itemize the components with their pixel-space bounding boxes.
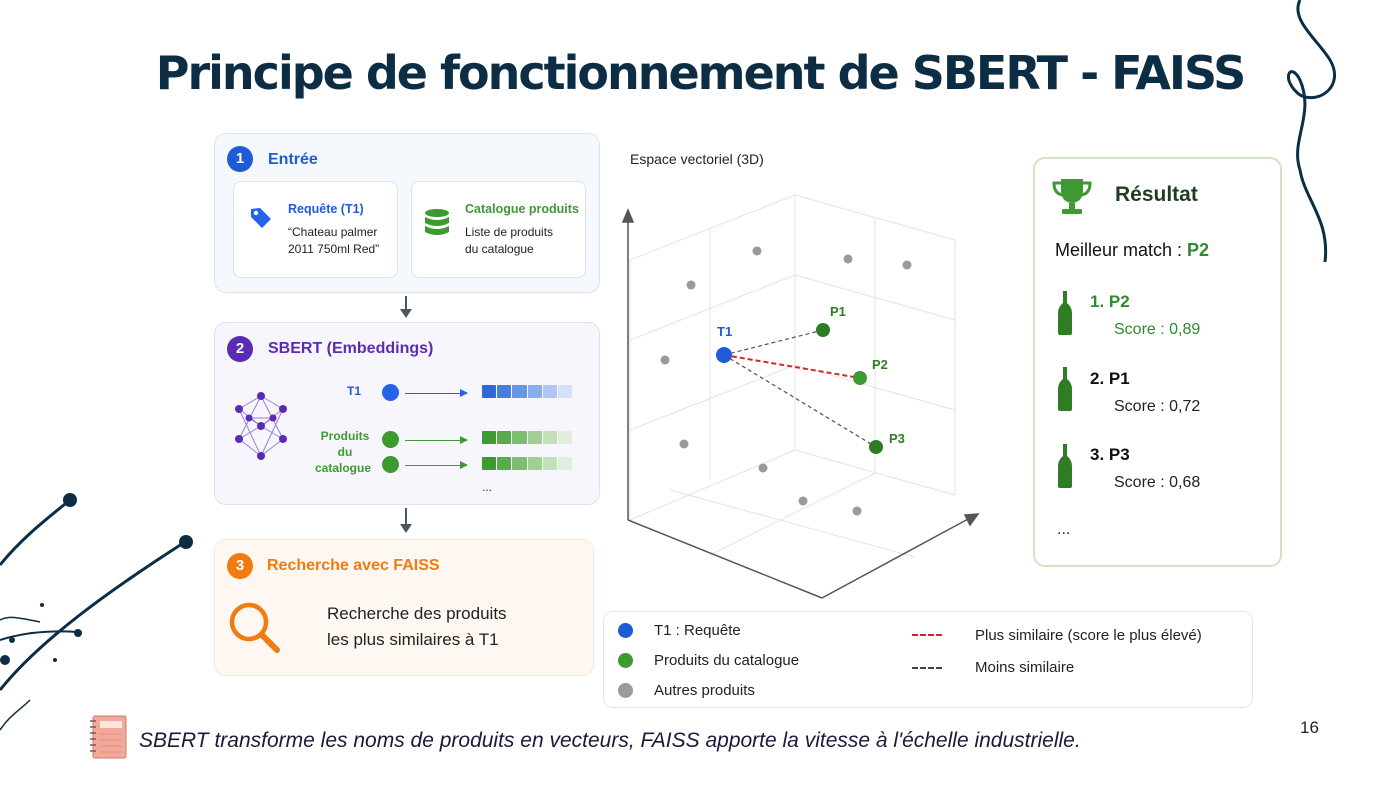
wine-bottle-icon: [1058, 291, 1072, 335]
legend-less-similar-label: Moins similaire: [975, 659, 1075, 676]
request-card: Requête (T1) “Chateau palmer 2011 750ml …: [233, 181, 398, 278]
sbert-t1-label: T1: [347, 384, 362, 398]
request-title: Requête (T1): [288, 202, 364, 216]
label-p3: P3: [889, 431, 905, 446]
legend-panel: T1 : Requête Produits du catalogue Autre…: [603, 611, 1253, 708]
step-3-title: Recherche avec FAISS: [267, 557, 440, 574]
other-products-points: [660, 246, 912, 516]
catalog-text-line1: Liste de produits: [465, 225, 554, 239]
step-number-1: 1: [227, 146, 253, 172]
request-text-line1: “Chateau palmer: [288, 225, 378, 239]
result-item-3-score: Score : 0,68: [1114, 474, 1201, 491]
more-vectors-ellipsis: ...: [482, 480, 493, 494]
best-match-value: P2: [1187, 240, 1210, 260]
search-line1: Recherche des produits: [327, 604, 507, 623]
catalog-arrow-1: [405, 436, 468, 444]
catalog-title: Catalogue produits: [465, 202, 579, 216]
step-2-title: SBERT (Embeddings): [268, 340, 434, 357]
flow-arrow-2-3: [400, 508, 412, 533]
sbert-t1-dot: [382, 384, 399, 401]
link-t1-p2: [723, 354, 861, 379]
notebook-icon: [90, 715, 127, 759]
result-item-2-score: Score : 0,72: [1114, 398, 1201, 415]
catalog-label-2: du: [337, 445, 353, 459]
result-item-2-number: 2.: [1090, 369, 1105, 388]
step-3-faiss-panel: 3 Recherche avec FAISS Recherche des pro…: [214, 539, 594, 676]
catalog-embedding-vector-2: [482, 457, 573, 470]
point-p2: [853, 371, 867, 385]
label-t1: T1: [717, 324, 732, 339]
legend-others-label: Autres produits: [654, 682, 755, 699]
result-item-2-rank: 2. P1: [1090, 369, 1130, 389]
result-item-1-name: P2: [1108, 292, 1130, 311]
result-item-3-number: 3.: [1090, 445, 1105, 464]
result-item-2-name: P1: [1108, 369, 1130, 388]
wine-bottle-icon: [1058, 367, 1072, 411]
slide-caption: SBERT transforme les noms de produits en…: [139, 729, 1081, 752]
wine-bottle-icon: [1058, 444, 1072, 488]
label-p2: P2: [872, 357, 888, 372]
legend-others-dot: [618, 683, 633, 698]
legend-less-similar-line: [912, 667, 942, 669]
point-p3: [869, 440, 883, 454]
result-item-1-number: 1.: [1090, 292, 1105, 311]
result-ellipsis: ...: [1057, 521, 1071, 538]
step-number-2: 2: [227, 336, 253, 362]
vector-space-diagram: T1 P1 P2 P3: [621, 194, 980, 599]
label-p1: P1: [830, 304, 846, 319]
legend-query-dot: [618, 623, 633, 638]
sbert-t1-arrow: [405, 389, 468, 397]
tag-icon: [251, 208, 271, 228]
magnifier-icon: [229, 602, 280, 653]
result-item-1-score: Score : 0,89: [1114, 321, 1201, 338]
catalog-dot-2: [382, 456, 399, 473]
result-title: Résultat: [1115, 183, 1198, 206]
result-panel: Résultat Meilleur match : P2 1. P2 Score…: [1033, 157, 1282, 567]
result-item-3-name: P3: [1108, 445, 1130, 464]
link-t1-p1: [723, 329, 824, 356]
legend-query-label: T1 : Requête: [654, 622, 741, 639]
catalog-text-line2: du catalogue: [465, 242, 534, 256]
point-p1: [816, 323, 830, 337]
trophy-icon: [1052, 179, 1092, 214]
legend-catalog-label: Produits du catalogue: [654, 652, 800, 669]
step-1-title: Entrée: [268, 151, 318, 168]
catalog-arrow-2: [405, 461, 468, 469]
legend-catalog-dot: [618, 653, 633, 668]
page-title: Principe de fonctionnement de SBERT - FA…: [155, 46, 1246, 100]
step-1-input-panel: 1 Entrée Requête (T1) “Chateau palmer 20…: [214, 133, 600, 293]
catalog-card: Catalogue produits Liste de produits du …: [411, 181, 586, 278]
best-match: Meilleur match : P2: [1055, 240, 1209, 261]
catalog-label-1: Produits: [320, 429, 370, 443]
point-t1: [716, 347, 732, 363]
t1-embedding-vector: [482, 385, 573, 398]
catalog-dot-1: [382, 431, 399, 448]
catalog-embedding-vector-1: [482, 431, 573, 444]
neural-network-icon: [235, 392, 287, 460]
vector-space-title: Espace vectoriel (3D): [630, 151, 764, 167]
result-item-3-rank: 3. P3: [1090, 445, 1130, 465]
step-2-sbert-panel: 2 SBERT (Embeddings) T1 Produits du cata…: [214, 322, 600, 505]
catalog-label-3: catalogue: [315, 461, 372, 475]
legend-most-similar-label: Plus similaire (score le plus élevé): [975, 627, 1202, 644]
flow-arrow-1-2: [400, 296, 412, 318]
step-number-3: 3: [227, 553, 253, 579]
best-match-prefix: Meilleur match :: [1055, 240, 1188, 260]
axes: [621, 208, 980, 599]
link-t1-p3: [723, 354, 877, 448]
result-item-1-rank: 1. P2: [1090, 292, 1130, 312]
database-icon: [425, 209, 449, 235]
legend-most-similar-line: [912, 634, 942, 636]
search-line2: les plus similaires à T1: [327, 630, 499, 649]
page-number: 16: [1300, 718, 1319, 737]
grid-lines: [629, 194, 956, 558]
request-text-line2: 2011 750ml Red”: [288, 242, 380, 256]
